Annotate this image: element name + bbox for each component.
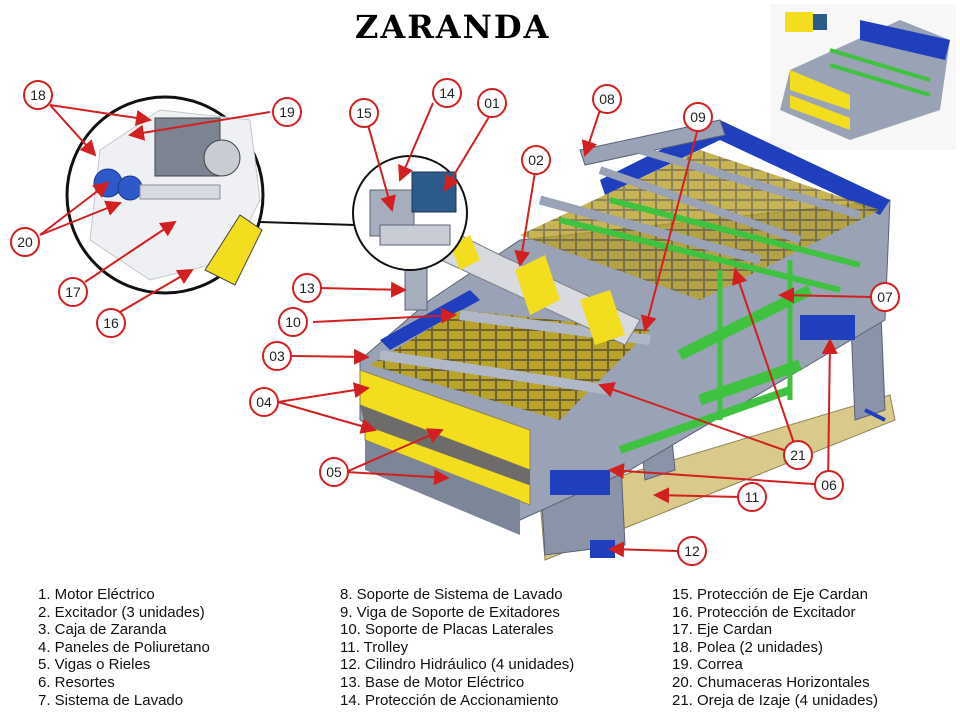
legend-item: 1. Motor Eléctrico bbox=[38, 586, 155, 603]
callout-circle bbox=[23, 80, 53, 110]
callout-circle bbox=[10, 227, 40, 257]
legend-item: 17. Eje Cardan bbox=[672, 621, 773, 639]
drive-zoom-circle bbox=[65, 95, 356, 295]
callout-circle bbox=[58, 277, 88, 307]
legend-item: 20. Chumaceras Horizontales bbox=[672, 673, 870, 691]
callout-number: 05 bbox=[326, 464, 342, 480]
callout-number: 08 bbox=[599, 91, 615, 107]
callout-circle bbox=[96, 308, 126, 338]
callout-circle bbox=[737, 482, 767, 512]
callout-number: 01 bbox=[484, 95, 500, 111]
legend-item: 2. Excitador (3 unidades) bbox=[38, 603, 205, 621]
callout-circle bbox=[592, 84, 622, 114]
legend-item: 8. Soporte de Sistema de Lavado bbox=[340, 586, 563, 603]
legend-item: 14. Protección de Accionamiento bbox=[340, 691, 559, 709]
leader-lines bbox=[39, 102, 873, 558]
callout-number: 16 bbox=[103, 315, 119, 331]
legend-item: 21. Oreja de Izaje (4 unidades) bbox=[672, 691, 878, 709]
legend-item: 7. Sistema de Lavado bbox=[38, 691, 184, 709]
callout-circle bbox=[783, 440, 813, 470]
legend-item: 19. Correa bbox=[672, 656, 743, 674]
callout-number: 20 bbox=[17, 234, 33, 250]
legend-item: 6. Resortes bbox=[38, 673, 115, 691]
legend-item: 15. Protección de Eje Cardan bbox=[672, 586, 868, 603]
screen-diagram: 18 19 14 01 15 08 09 02 20 17 16 13 10 03 04 05 07 21 06 11… bbox=[10, 4, 956, 566]
callout-circle bbox=[349, 98, 379, 128]
legend-item: 11. Trolley bbox=[340, 638, 409, 656]
thumbnail-image bbox=[770, 4, 956, 150]
callout-circle bbox=[319, 457, 349, 487]
legend-item: 3. Caja de Zaranda bbox=[38, 621, 167, 639]
legend-item: 4. Paneles de Poliuretano bbox=[38, 638, 210, 656]
diagram-title: ZARANDA bbox=[355, 8, 551, 46]
callout-circle bbox=[272, 97, 302, 127]
callout-number: 02 bbox=[528, 152, 544, 168]
callout-circle bbox=[278, 307, 308, 337]
callout-number: 03 bbox=[269, 348, 285, 364]
callout-circle bbox=[521, 145, 551, 175]
callout-number: 04 bbox=[256, 394, 272, 410]
motor-detail-circle bbox=[352, 155, 468, 271]
legend-item: 10. Soporte de Placas Laterales bbox=[340, 621, 554, 639]
callout-number: 11 bbox=[745, 489, 760, 505]
callout-circle bbox=[249, 387, 279, 417]
callout-number: 12 bbox=[684, 543, 700, 559]
callout-circle bbox=[262, 341, 292, 371]
legend-item: 13. Base de Motor Eléctrico bbox=[340, 673, 525, 691]
callout-number: 21 bbox=[790, 447, 806, 463]
callout-number: 06 bbox=[821, 477, 837, 493]
legend-column-1: 1. Motor Eléctrico 2. Excitador (3 unida… bbox=[38, 586, 210, 709]
callout-circle bbox=[683, 102, 713, 132]
callout-circle bbox=[477, 88, 507, 118]
callout-number: 17 bbox=[65, 284, 81, 300]
callout-circle bbox=[677, 536, 707, 566]
legend-item: 5. Vigas o Rieles bbox=[38, 656, 151, 674]
callout-circle bbox=[432, 78, 462, 108]
callout-number: 19 bbox=[279, 104, 295, 120]
legend-item: 9. Viga de Soporte de Exitadores bbox=[340, 603, 560, 621]
callout-number: 14 bbox=[439, 85, 455, 101]
callout-number: 07 bbox=[877, 289, 893, 305]
legend-item: 12. Cilindro Hidráulico (4 unidades) bbox=[340, 656, 575, 674]
legend-item: 16. Protección de Excitador bbox=[672, 603, 856, 621]
callout-number: 10 bbox=[285, 314, 301, 330]
callout-markers: 18 19 14 01 15 08 09 02 20 17 16 13 10 03 04 05 07 21 06 11… bbox=[10, 78, 900, 566]
legend-item: 18. Polea (2 unidades) bbox=[672, 638, 823, 656]
legend-column-2: 8. Soporte de Sistema de Lavado 9. Viga … bbox=[340, 586, 574, 709]
callout-number: 13 bbox=[299, 280, 315, 296]
legend-column-3: 15. Protección de Eje Cardan 16. Protecc… bbox=[672, 586, 878, 709]
callout-circle bbox=[292, 273, 322, 303]
callout-number: 15 bbox=[356, 105, 372, 121]
callout-number: 09 bbox=[690, 109, 706, 125]
callout-circle bbox=[814, 470, 844, 500]
callout-number: 18 bbox=[30, 87, 46, 103]
callout-circle bbox=[870, 282, 900, 312]
